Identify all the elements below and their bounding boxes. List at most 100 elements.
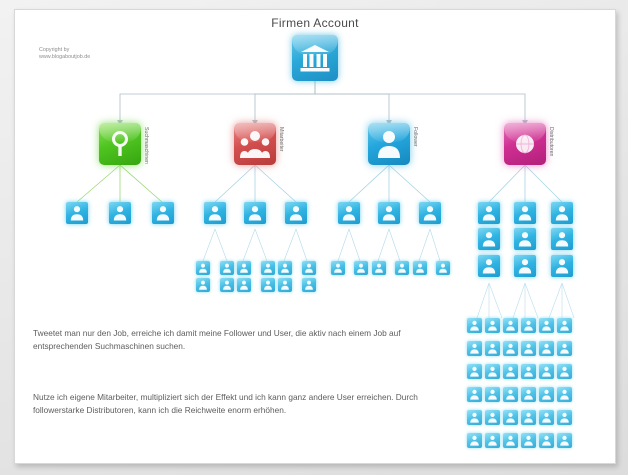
person-icon [240, 280, 248, 290]
reach-tile[interactable] [521, 364, 536, 379]
distributor-tile[interactable] [514, 228, 536, 250]
employee-tile[interactable] [285, 202, 307, 224]
person-icon [470, 435, 479, 446]
category-node-follower[interactable] [368, 123, 410, 165]
reach-tile[interactable] [521, 318, 536, 333]
reach-tile[interactable] [521, 341, 536, 356]
follower-tile[interactable] [331, 261, 345, 275]
reach-tile[interactable] [467, 364, 482, 379]
category-node-distributoren[interactable] [504, 123, 546, 165]
reach-tile[interactable] [521, 433, 536, 448]
reach-tile[interactable] [503, 341, 518, 356]
employee-tile[interactable] [378, 202, 400, 224]
root-node-firmen-account[interactable] [292, 35, 338, 81]
reach-tile[interactable] [521, 410, 536, 425]
reach-tile[interactable] [503, 433, 518, 448]
reach-tile[interactable] [521, 387, 536, 402]
follower-tile[interactable] [302, 278, 316, 292]
reach-tile[interactable] [539, 410, 554, 425]
reach-tile[interactable] [557, 387, 572, 402]
follower-tile[interactable] [354, 261, 368, 275]
category-label-distributoren: Distributoren [548, 127, 554, 157]
distributor-tile[interactable] [514, 202, 536, 224]
reach-tile[interactable] [557, 364, 572, 379]
follower-tile[interactable] [196, 261, 210, 275]
person-icon [113, 206, 127, 221]
reach-tile[interactable] [485, 387, 500, 402]
reach-tile[interactable] [557, 410, 572, 425]
reach-tile[interactable] [467, 341, 482, 356]
person-icon [70, 206, 84, 221]
follower-tile[interactable] [261, 261, 275, 275]
person-icon [289, 206, 303, 221]
employee-tile[interactable] [152, 202, 174, 224]
follower-tile[interactable] [278, 278, 292, 292]
employee-tile[interactable] [419, 202, 441, 224]
reach-tile[interactable] [467, 410, 482, 425]
follower-tile[interactable] [237, 261, 251, 275]
distributor-tile[interactable] [551, 202, 573, 224]
employee-tile[interactable] [66, 202, 88, 224]
person-icon [488, 320, 497, 331]
distributor-tile[interactable] [551, 228, 573, 250]
reach-tile[interactable] [467, 433, 482, 448]
reach-tile[interactable] [539, 341, 554, 356]
follower-tile[interactable] [237, 278, 251, 292]
category-node-suchmaschinen[interactable] [99, 123, 141, 165]
follower-tile[interactable] [261, 278, 275, 292]
person-icon [223, 263, 231, 273]
follower-tile[interactable] [395, 261, 409, 275]
follower-tile[interactable] [196, 278, 210, 292]
distributor-tile[interactable] [478, 202, 500, 224]
reach-tile[interactable] [557, 433, 572, 448]
person-icon [542, 435, 551, 446]
reach-tile[interactable] [539, 387, 554, 402]
reach-tile[interactable] [539, 433, 554, 448]
follower-tile[interactable] [220, 261, 234, 275]
distributor-tile[interactable] [514, 255, 536, 277]
category-node-mitarbeiter[interactable] [234, 123, 276, 165]
reach-tile[interactable] [503, 410, 518, 425]
person-icon [542, 366, 551, 377]
follower-tile[interactable] [372, 261, 386, 275]
person-icon [506, 435, 515, 446]
person-icon [248, 206, 262, 221]
person-icon [560, 412, 569, 423]
distributor-tile[interactable] [478, 228, 500, 250]
person-icon [542, 320, 551, 331]
copyright-notice: Copyright by www.blogaboutjob.de [39, 47, 90, 61]
reach-tile[interactable] [557, 318, 572, 333]
reach-tile[interactable] [485, 364, 500, 379]
employee-tile[interactable] [244, 202, 266, 224]
follower-tile[interactable] [302, 261, 316, 275]
distributor-tile[interactable] [551, 255, 573, 277]
reach-tile[interactable] [485, 341, 500, 356]
person-icon [555, 206, 569, 221]
reach-tile[interactable] [503, 387, 518, 402]
distributor-tile[interactable] [478, 255, 500, 277]
follower-tile[interactable] [278, 261, 292, 275]
employee-tile[interactable] [338, 202, 360, 224]
reach-tile[interactable] [467, 318, 482, 333]
person-icon [470, 343, 479, 354]
reach-tile[interactable] [485, 318, 500, 333]
person-icon [305, 280, 313, 290]
magnifier-icon [112, 131, 128, 156]
follower-tile[interactable] [220, 278, 234, 292]
reach-tile[interactable] [467, 387, 482, 402]
follower-tile[interactable] [413, 261, 427, 275]
person-icon [524, 435, 533, 446]
employee-tile[interactable] [109, 202, 131, 224]
employee-tile[interactable] [204, 202, 226, 224]
reach-tile[interactable] [485, 433, 500, 448]
reach-tile[interactable] [539, 318, 554, 333]
person-icon [506, 320, 515, 331]
reach-tile[interactable] [539, 364, 554, 379]
follower-tile[interactable] [436, 261, 450, 275]
reach-tile[interactable] [485, 410, 500, 425]
person-icon [560, 320, 569, 331]
reach-tile[interactable] [557, 341, 572, 356]
reach-tile[interactable] [503, 318, 518, 333]
reach-tile[interactable] [503, 364, 518, 379]
page-title: Firmen Account [271, 16, 359, 30]
